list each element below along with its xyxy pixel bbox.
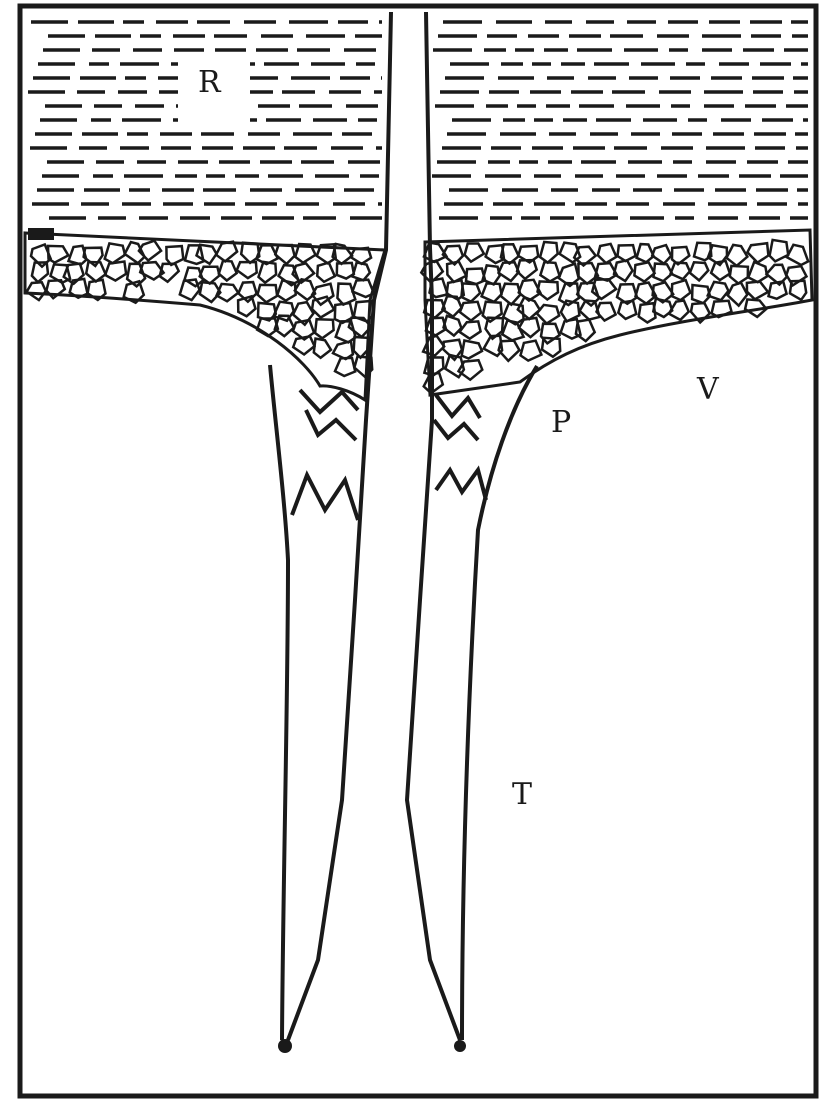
pebble-cell [336, 321, 356, 342]
pebble-cell [312, 297, 334, 318]
pebble-cell [708, 282, 729, 300]
pebble-layer-left-outline [25, 233, 385, 400]
pebble-cell [105, 243, 125, 263]
pebble-cell [447, 262, 466, 283]
pebble-cell [598, 244, 617, 263]
tip-right [454, 1040, 466, 1052]
pebble-cell [538, 281, 559, 299]
label-r: R [198, 68, 221, 98]
pebble-cell [730, 266, 748, 284]
pebble-cell [748, 262, 767, 282]
pebble-cell [466, 269, 485, 285]
corner-mark [28, 228, 54, 240]
pebble-cell [459, 360, 483, 380]
pebble-cell [277, 280, 295, 300]
pebble-cell [790, 281, 806, 300]
pebble-cell [460, 321, 481, 338]
pebble-cell [105, 262, 126, 281]
pebble-cell [317, 263, 335, 282]
label-p: P [551, 408, 571, 438]
wedge-left-chevrons [292, 390, 358, 520]
pebble-cell [185, 245, 204, 264]
pebble-cell [669, 301, 689, 320]
channel-wall-left [288, 12, 391, 1040]
pebble-cell [614, 260, 633, 281]
pebble-cell [460, 302, 481, 321]
pebble-cell [690, 262, 708, 280]
pebble-cell [672, 280, 691, 300]
pebble-cell [637, 244, 654, 262]
diagram-frame [20, 6, 816, 1096]
pebble-cell [540, 262, 559, 281]
pebble-cell [671, 263, 690, 280]
pebble-cell [314, 339, 331, 358]
pebble-cell [442, 296, 461, 316]
pebble-cell [787, 245, 808, 265]
pebble-cell [501, 284, 521, 305]
pebble-cell [652, 245, 671, 264]
pebble-cell [634, 262, 654, 281]
pebble-cell [166, 246, 183, 265]
pebble-cell [258, 285, 278, 302]
pebble-cell [537, 305, 559, 324]
pebble-cell [618, 245, 636, 261]
label-t: T [512, 780, 532, 810]
pebble-cell [335, 358, 355, 376]
wedge-right-chevrons [434, 395, 486, 500]
tip-left [278, 1039, 292, 1053]
pebble-cell [654, 264, 673, 282]
pebble-cell [770, 240, 789, 262]
dashed-layer-right [432, 22, 808, 218]
tube-wedges [270, 365, 537, 1040]
channel-wall-right [407, 12, 460, 1040]
pebble-cell [237, 262, 257, 278]
pebble-cell [216, 242, 237, 262]
wedge-left-outer [270, 365, 288, 1040]
pebble-cell [517, 260, 537, 279]
pebble-cell [197, 245, 217, 264]
pebble-cells [27, 240, 809, 393]
pebble-cell [728, 283, 748, 306]
wedge-right-outer [462, 366, 537, 1040]
pebble-cell [48, 246, 68, 263]
pebble-cell [337, 284, 355, 305]
pebble-cell [337, 263, 354, 279]
pebble-cell [465, 244, 484, 262]
pebble-cell [483, 265, 500, 284]
pebble-cell [27, 282, 46, 300]
central-channel [288, 12, 460, 1040]
pebble-cell [353, 280, 374, 297]
pebble-cell [639, 303, 656, 322]
pebble-cell [275, 245, 294, 264]
pebble-cell [540, 242, 558, 263]
label-v: V [697, 375, 719, 405]
pebble-cell [333, 341, 353, 359]
pebble-cell [521, 341, 542, 361]
pebble-cell [219, 261, 237, 281]
pebble-cell [747, 243, 768, 262]
pebble-cell [747, 282, 768, 300]
pebble-cell [274, 302, 294, 321]
pebble-cell [315, 319, 334, 338]
pebble-cell [482, 283, 502, 302]
pebble-cell [462, 341, 482, 359]
pebble-cell [727, 245, 748, 266]
